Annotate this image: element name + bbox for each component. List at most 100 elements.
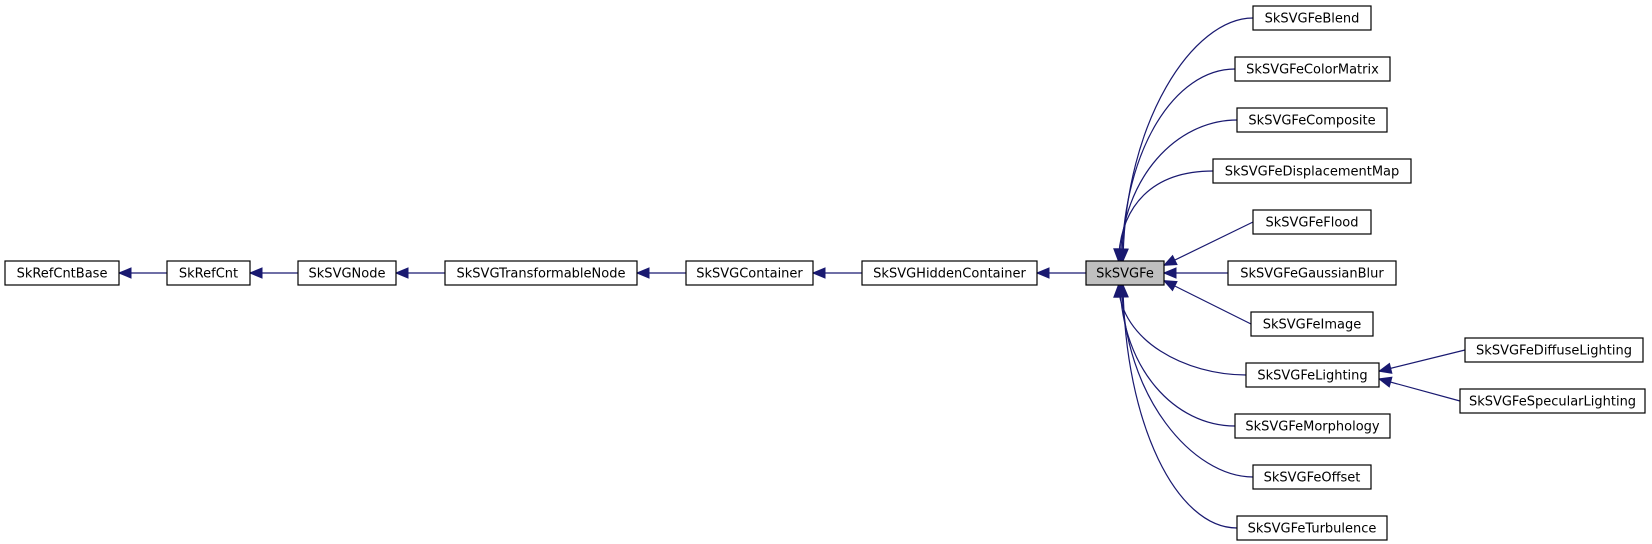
inheritance-edge-flood-to-fe [1162, 221, 1254, 266]
class-label: SkSVGFeMorphology [1245, 420, 1380, 435]
class-box [4, 260, 120, 286]
class-node-svgnode[interactable]: SkSVGNode [297, 260, 397, 286]
class-node-flood[interactable]: SkSVGFeFlood [1252, 209, 1372, 235]
class-label: SkSVGContainer [696, 267, 803, 282]
edge-line [1378, 349, 1466, 372]
edge-arrowhead [117, 267, 132, 279]
edges-layer [117, 17, 1466, 529]
class-box [297, 260, 397, 286]
edge-arrowhead [248, 267, 263, 279]
class-node-morphology[interactable]: SkSVGFeMorphology [1234, 413, 1391, 439]
edge-line [1122, 284, 1238, 529]
inheritance-edge-container-to-transformable [635, 267, 686, 279]
edge-arrowhead [1162, 280, 1178, 292]
edge-line [1119, 119, 1238, 262]
edge-arrowhead [394, 267, 409, 279]
class-box [166, 260, 251, 286]
class-label: SkSVGFeImage [1263, 318, 1361, 333]
class-label: SkSVGFeBlend [1265, 12, 1360, 27]
inheritance-edge-diffuse-to-lighting [1377, 349, 1466, 374]
class-node-displacement[interactable]: SkSVGFeDisplacementMap [1212, 158, 1412, 184]
class-label: SkSVGFeDiffuseLighting [1476, 344, 1632, 359]
class-node-colormatrix[interactable]: SkSVGFeColorMatrix [1234, 56, 1391, 82]
inheritance-edge-displacement-to-fe [1113, 170, 1214, 263]
class-label: SkSVGFeSpecularLighting [1469, 395, 1636, 410]
inheritance-edge-blend-to-fe [1117, 17, 1254, 263]
class-box [1464, 337, 1644, 363]
edge-arrowhead [1162, 267, 1177, 279]
inheritance-edge-hidden-to-container [811, 267, 862, 279]
inheritance-edge-transformable-to-svgnode [394, 267, 445, 279]
edge-line [1121, 68, 1236, 262]
class-box [1212, 158, 1412, 184]
class-label: SkSVGHiddenContainer [873, 267, 1026, 282]
class-label: SkRefCntBase [17, 267, 108, 282]
class-node-gaussian[interactable]: SkSVGFeGaussianBlur [1227, 260, 1397, 286]
class-node-blend[interactable]: SkSVGFeBlend [1252, 5, 1372, 31]
class-label: SkSVGTransformableNode [457, 267, 626, 282]
inheritance-edge-offset-to-fe [1116, 283, 1254, 478]
inheritance-edge-turbulence-to-fe [1117, 283, 1238, 529]
inheritance-edge-composite-to-fe [1114, 119, 1238, 263]
class-box [1245, 362, 1380, 388]
class-node-composite[interactable]: SkSVGFeComposite [1236, 107, 1388, 133]
edge-arrowhead [1162, 254, 1178, 266]
class-label: SkSVGFeDisplacementMap [1225, 165, 1400, 180]
class-node-container[interactable]: SkSVGContainer [685, 260, 814, 286]
class-box [1234, 56, 1391, 82]
class-node-specular[interactable]: SkSVGFeSpecularLighting [1459, 388, 1646, 414]
class-node-refcntbase[interactable]: SkRefCntBase [4, 260, 120, 286]
inheritance-edge-fe-to-hidden [1035, 267, 1086, 279]
class-label: SkSVGFeTurbulence [1248, 522, 1377, 537]
edge-line [1119, 284, 1236, 427]
class-label: SkSVGFe [1096, 267, 1154, 282]
class-box [1252, 209, 1372, 235]
class-node-lighting[interactable]: SkSVGFeLighting [1245, 362, 1380, 388]
edge-arrowhead [1113, 248, 1125, 263]
class-label: SkSVGFeOffset [1264, 471, 1361, 486]
inheritance-edge-refcnt-to-refcntbase [117, 267, 167, 279]
class-label: SkRefCnt [179, 267, 238, 282]
nodes-layer: SkRefCntBase SkRefCnt SkSVGNode SkSVGTransf… [4, 5, 1646, 541]
class-node-hidden[interactable]: SkSVGHiddenContainer [861, 260, 1038, 286]
class-box [1236, 107, 1388, 133]
class-label: SkSVGFeGaussianBlur [1240, 267, 1384, 282]
edge-line [1378, 378, 1461, 402]
class-node-transformable[interactable]: SkSVGTransformableNode [444, 260, 638, 286]
inheritance-edge-gaussian-to-fe [1162, 267, 1228, 279]
class-label: SkSVGFeFlood [1265, 216, 1358, 231]
class-box [444, 260, 638, 286]
class-box [1459, 388, 1646, 414]
class-node-turbulence[interactable]: SkSVGFeTurbulence [1236, 515, 1388, 541]
class-node-fe[interactable]: SkSVGFe [1085, 260, 1165, 286]
inheritance-edge-svgnode-to-refcnt [248, 267, 298, 279]
edge-line [1163, 280, 1252, 325]
edge-arrowhead [1377, 362, 1393, 374]
edge-arrowhead [1377, 376, 1393, 388]
inheritance-edge-lighting-to-fe [1113, 283, 1247, 376]
class-box [861, 260, 1038, 286]
class-box [1227, 260, 1397, 286]
inheritance-edge-image-to-fe [1162, 280, 1252, 325]
edge-arrowhead [1035, 267, 1050, 279]
class-box [685, 260, 814, 286]
class-box [1252, 5, 1372, 31]
edge-arrowhead [635, 267, 650, 279]
class-label: SkSVGNode [309, 267, 386, 282]
class-label: SkSVGFeLighting [1257, 369, 1367, 384]
class-node-refcnt[interactable]: SkRefCnt [166, 260, 251, 286]
class-node-image[interactable]: SkSVGFeImage [1250, 311, 1374, 337]
class-box [1250, 311, 1374, 337]
class-node-diffuse[interactable]: SkSVGFeDiffuseLighting [1464, 337, 1644, 363]
edge-arrowhead [1117, 283, 1129, 298]
class-node-offset[interactable]: SkSVGFeOffset [1252, 464, 1372, 490]
class-box [1234, 413, 1391, 439]
inheritance-edge-morphology-to-fe [1114, 283, 1236, 427]
inheritance-edge-specular-to-lighting [1377, 376, 1461, 402]
edge-line [1121, 284, 1254, 478]
class-box [1252, 464, 1372, 490]
class-label: SkSVGFeComposite [1248, 114, 1375, 129]
edge-arrowhead [811, 267, 826, 279]
edge-line [1117, 284, 1247, 376]
